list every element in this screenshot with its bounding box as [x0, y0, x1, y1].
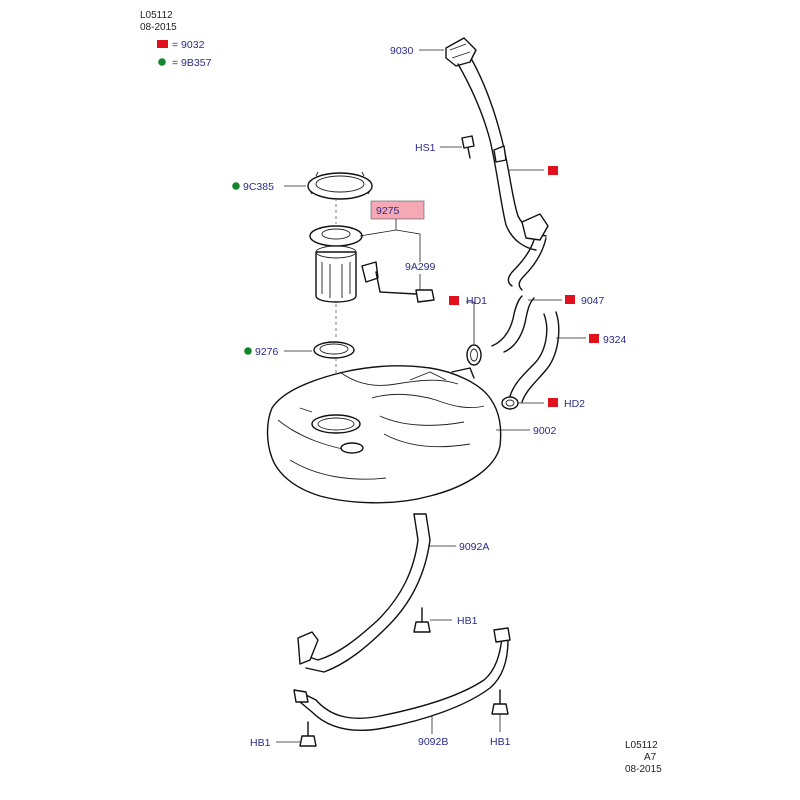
label-hb1-left: HB1 — [250, 737, 271, 749]
tank-strap-b — [293, 627, 511, 731]
label-hb1-right: HB1 — [490, 736, 511, 748]
red-square-hd1-icon — [449, 296, 459, 305]
label-9275: 9275 — [376, 205, 400, 217]
label-9047: 9047 — [581, 295, 605, 307]
legend-red-label: = 9032 — [172, 39, 205, 51]
label-hb1-top: HB1 — [457, 615, 478, 627]
label-9a299: 9A299 — [405, 261, 436, 273]
lock-ring — [307, 171, 373, 200]
label-9324: 9324 — [603, 334, 627, 346]
leader-9275 — [359, 219, 421, 262]
label-9030: 9030 — [390, 45, 414, 57]
label-9c385: 9C385 — [243, 181, 274, 193]
red-square-marker-icon — [548, 166, 558, 175]
label-9092a: 9092A — [459, 541, 489, 553]
red-square-9047-icon — [565, 295, 575, 304]
filler-pipe — [445, 37, 549, 291]
hose-9324 — [509, 313, 548, 397]
fuel-tank — [266, 365, 502, 504]
header-code: L05112 — [140, 10, 173, 21]
leader-hd1 — [466, 301, 475, 344]
legend-red-square-icon — [157, 40, 168, 48]
fuel-pump-module — [309, 225, 435, 303]
label-hs1: HS1 — [415, 142, 436, 154]
label-9002: 9002 — [533, 425, 557, 437]
label-9276: 9276 — [255, 346, 279, 358]
tank-strap-a — [297, 513, 431, 673]
header-date: 08-2015 — [140, 22, 177, 33]
green-dot-9276-icon — [244, 347, 252, 355]
label-9092b: 9092B — [418, 736, 448, 748]
green-dot-9c385-icon — [232, 182, 240, 190]
hose-9047 — [491, 295, 523, 347]
label-hd1: HD1 — [466, 295, 487, 307]
bolt-hb1-top-icon — [413, 607, 431, 633]
footer-code: L05112 — [625, 740, 658, 751]
legend-green-label: = 9B357 — [172, 57, 212, 69]
bolt-hb1-left-icon — [299, 721, 317, 747]
red-square-hd2-icon — [548, 398, 558, 407]
hose-clamp-hd1 — [466, 344, 482, 366]
footer-sub: A7 — [644, 752, 657, 763]
footer-date: 08-2015 — [625, 764, 662, 775]
highlight-box-9275 — [370, 200, 425, 220]
red-square-9324-icon — [589, 334, 599, 343]
label-hd2: HD2 — [564, 398, 585, 410]
hose-clamp-hd2 — [501, 396, 519, 410]
seal-ring — [313, 341, 355, 359]
legend-green-dot-icon — [158, 58, 166, 66]
screw-hs1-icon — [461, 135, 475, 159]
bolt-hb1-right-icon — [491, 689, 509, 715]
